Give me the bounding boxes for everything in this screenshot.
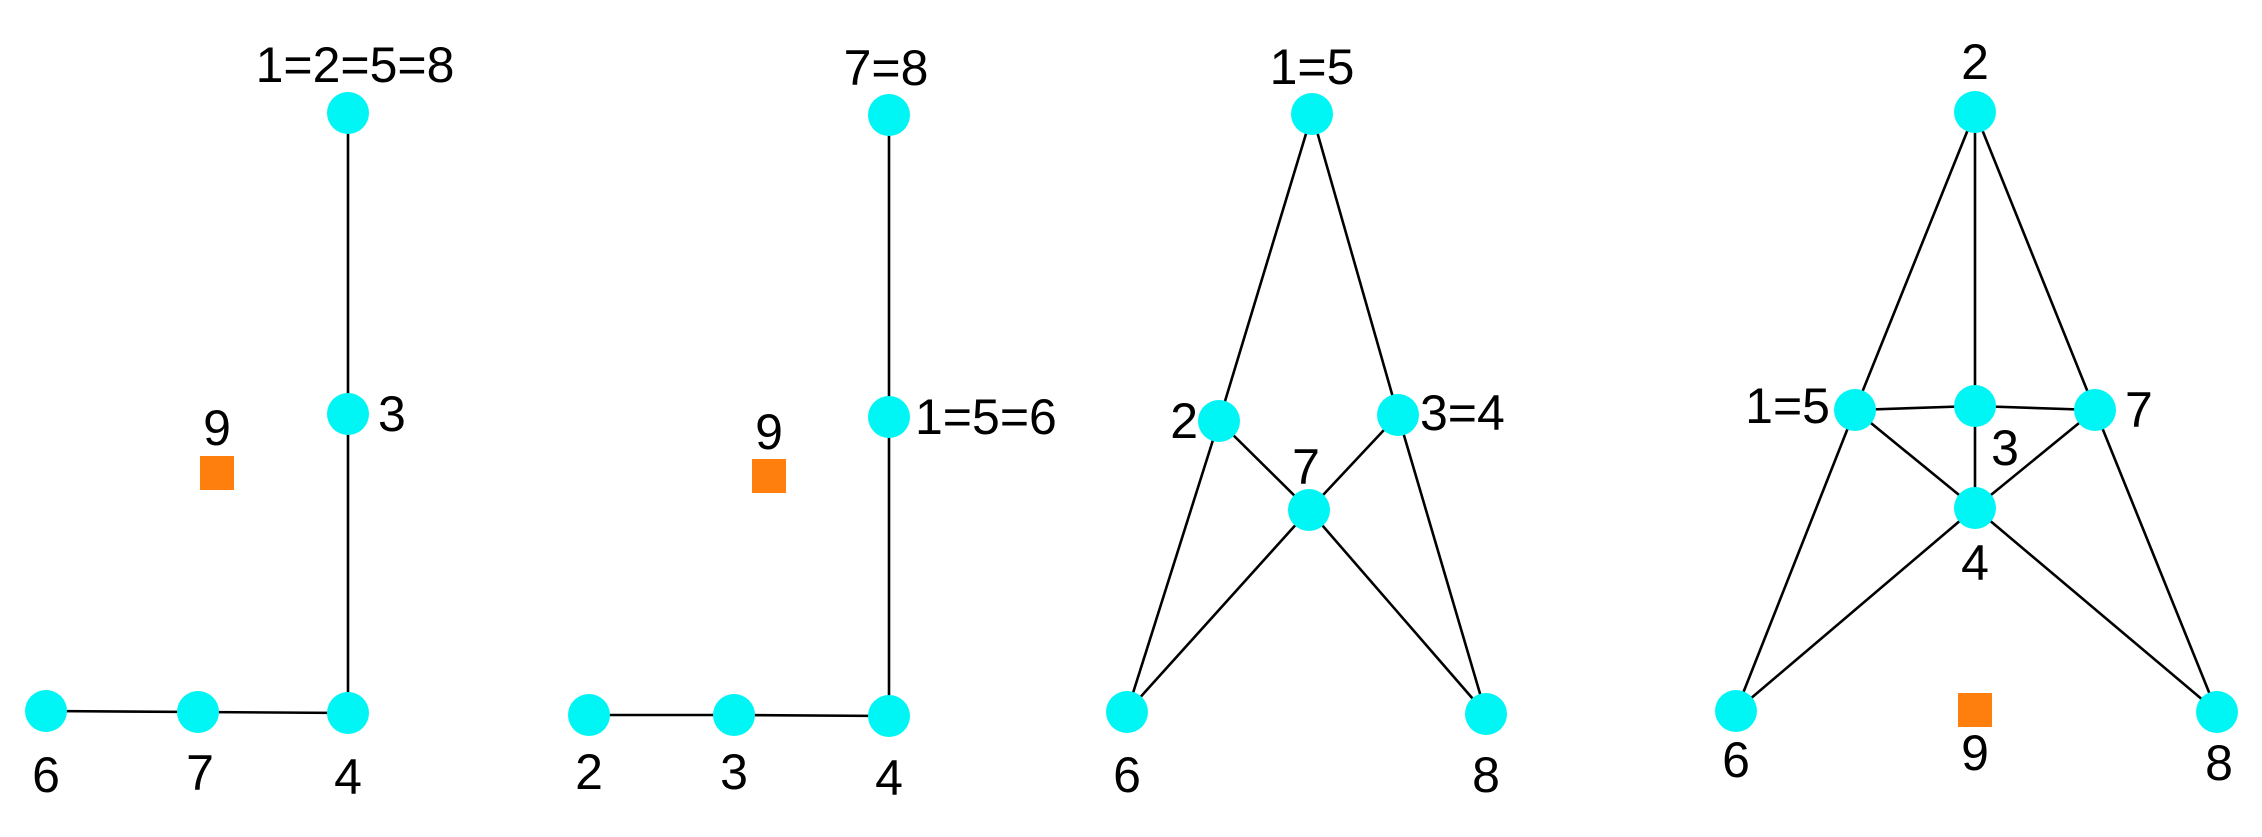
graph-4-isolated-node [1958,693,1992,727]
graph-2-node-label: 7=8 [844,40,929,96]
graph-1-node [327,692,369,734]
graph-4-node-label: 6 [1722,732,1750,788]
graph-4-edge [1974,507,2218,713]
graph-3-node [1465,693,1507,735]
graph-2-node [868,396,910,438]
graph-1-node-label: 6 [32,747,60,803]
graph-1-node [327,393,369,435]
graph-2-node-label: 2 [575,744,603,800]
graph-2-node [868,695,910,737]
graph-4-edge [1735,507,1976,712]
graph-2-isolated-node [752,459,786,493]
graph-3-edge [1217,113,1314,422]
graph-3-edge [1125,420,1221,713]
graph-3-edge [1308,509,1487,715]
graph-3-edge [1308,414,1399,511]
graph-3-node [1291,93,1333,135]
graph-4-node [2074,389,2116,431]
graph-4-node [1954,91,1996,133]
graph-2-node [713,694,755,736]
graph-4-edge [1973,111,2097,411]
graph-3-edge [1310,113,1400,416]
graph-4-node-label: 2 [1961,34,1989,90]
graph-2-node-label: 1=5=6 [915,389,1057,445]
graph-1: 1=2=5=8 3 4 7 6 9 [25,37,454,805]
graph-3-node-label: 2 [1170,393,1198,449]
graph-3-edge [1218,420,1310,511]
graph-3: 1=5 2 3=4 7 6 8 [1106,39,1507,803]
graph-4-node [1954,487,1996,529]
graph-4-node-label: 4 [1961,535,1989,591]
graph-3-node [1106,691,1148,733]
graph-4-edge [1734,409,1857,712]
graph-3-node-label: 8 [1472,747,1500,803]
graph-4-node [2196,691,2238,733]
graph-2-node [868,94,910,136]
graph-1-node [327,92,369,134]
graph-1-node-label: 4 [334,749,362,805]
graph-3-node [1377,394,1419,436]
graph-3-node [1288,489,1330,531]
graph-4-node-label: 9 [1961,725,1989,781]
graph-4-edge [1854,408,1976,510]
graph-1-node-label: 7 [186,745,214,801]
graph-2-node-label: 4 [875,750,903,806]
graph-4-node [1715,690,1757,732]
graph-1-isolated-node [200,456,234,490]
graph-4-node [1954,385,1996,427]
graph-4-edge [1853,111,1977,411]
graph-4: 2 1=5 3 7 4 6 8 9 [1715,34,2238,791]
graph-2-node-label: 3 [720,744,748,800]
graph-2-edge [733,713,890,718]
graph-1-node [25,690,67,732]
graph-4-node-label: 7 [2125,382,2153,438]
graph-3-node [1198,400,1240,442]
graph-2: 7=8 1=5=6 4 3 2 9 [568,40,1057,806]
graph-3-edge [1126,509,1310,713]
graph-1-edge [45,709,199,714]
graph-3-node-label: 1=5 [1270,39,1355,95]
graph-3-edge [1396,414,1488,715]
graph-4-edge [1974,408,2096,510]
graph-1-edge [197,710,349,715]
graph-4-node [1834,389,1876,431]
graph-3-node-label: 6 [1113,747,1141,803]
graph-1-node-label: 1=2=5=8 [256,37,455,93]
graph-2-node-label: 9 [755,404,783,460]
graph-4-node-label: 3 [1991,420,2019,476]
graph-4-node-label: 1=5 [1745,378,1830,434]
graph-2-node [568,694,610,736]
graph-4-node-label: 8 [2205,735,2233,791]
graph-3-node-label: 7 [1292,439,1320,495]
graph-3-node-label: 3=4 [1420,385,1505,441]
graph-4-edge [2093,409,2219,713]
graph-1-node-label: 9 [203,400,231,456]
graph-1-node-label: 3 [378,386,406,442]
graph-1-node [177,691,219,733]
